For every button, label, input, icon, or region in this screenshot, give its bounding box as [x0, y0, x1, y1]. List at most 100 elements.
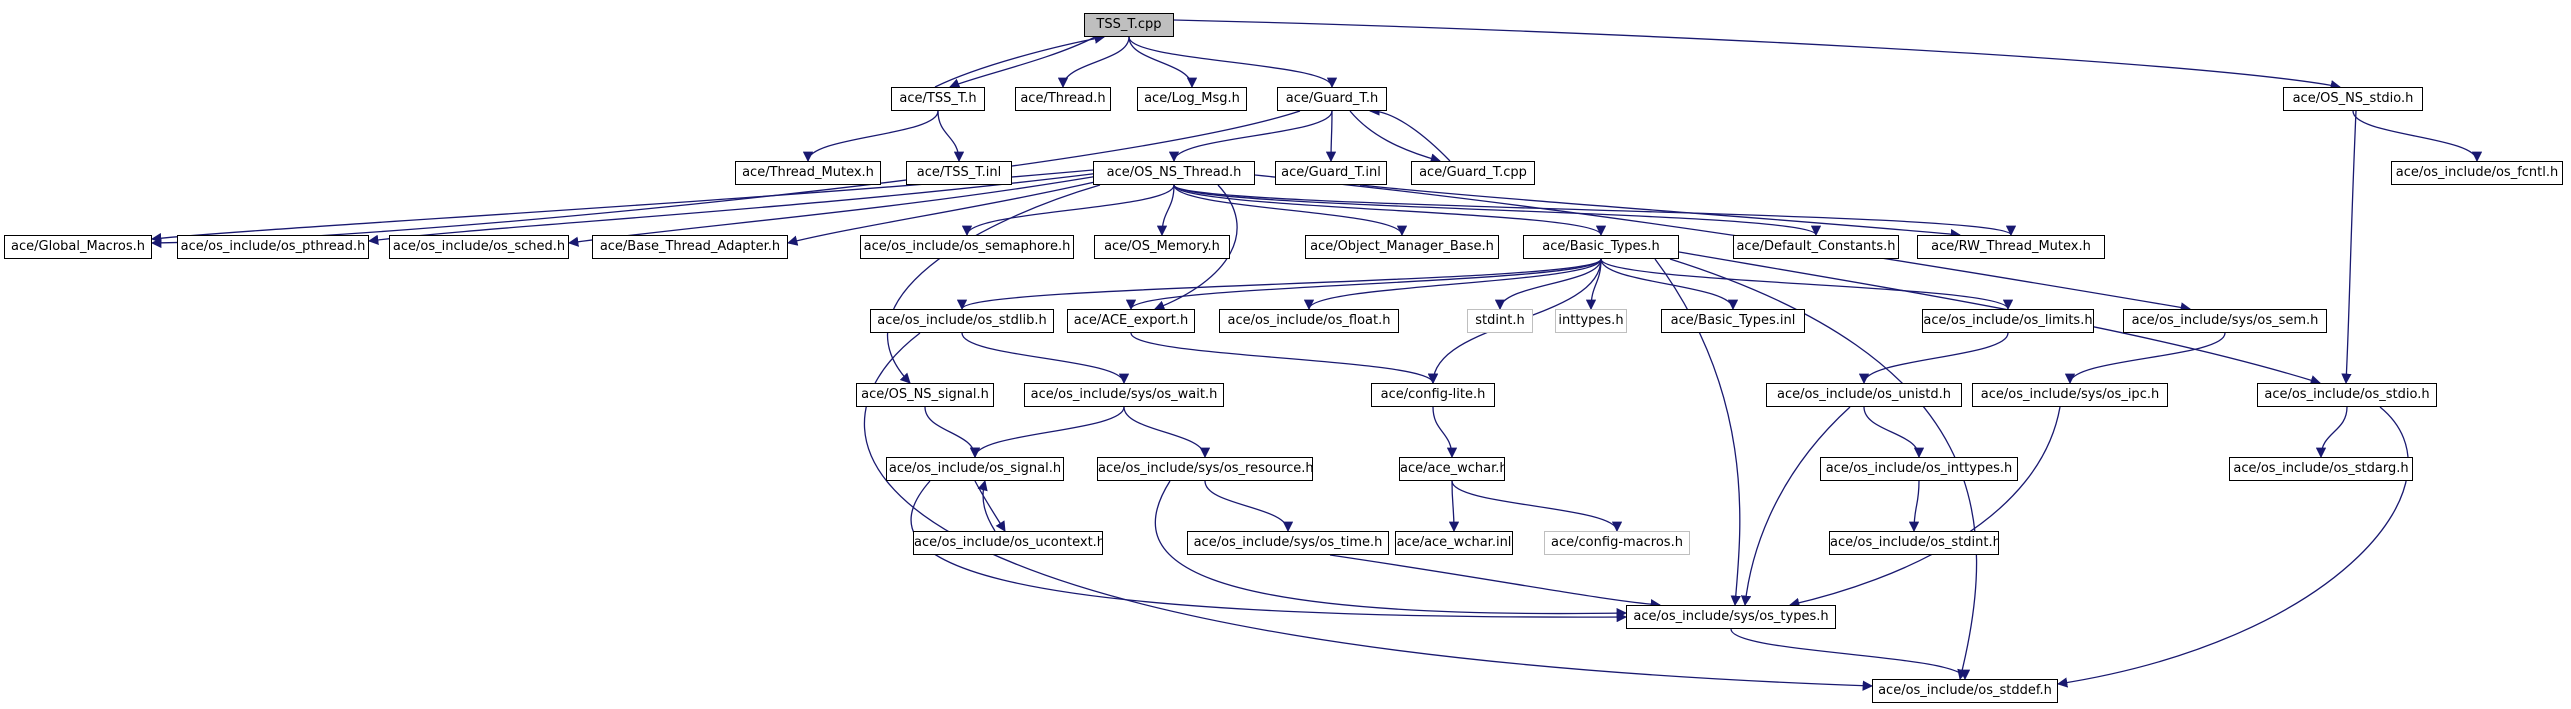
node-stdint[interactable]: stdint.h: [1467, 309, 1533, 333]
node-thread-h[interactable]: ace/Thread.h: [1015, 87, 1111, 111]
edge-basic-types-to-ace-export: [1125, 258, 1602, 311]
node-os-ns-stdio[interactable]: ace/OS_NS_stdio.h: [2283, 87, 2423, 111]
edge-os-unistd-to-os-types: [1740, 406, 1851, 607]
node-rw-thread-mutex[interactable]: ace/RW_Thread_Mutex.h: [1917, 235, 2105, 259]
node-basic-types[interactable]: ace/Basic_Types.h: [1523, 235, 1679, 259]
edge-os-inttypes-to-os-stdint: [1908, 480, 1920, 533]
edge-tss-h-to-tss-inl: [937, 110, 965, 163]
node-config-macros[interactable]: ace/config-macros.h: [1544, 531, 1690, 555]
edge-basic-types-to-basic-types-inl: [1600, 258, 1739, 311]
edge-tss-h-to-tss-cpp: [934, 33, 1106, 88]
edge-os-stdlib-to-os-wait: [961, 332, 1130, 385]
edge-os-ns-thread-to-os-semaphore: [961, 184, 1175, 237]
node-os-ns-thread[interactable]: ace/OS_NS_Thread.h: [1093, 161, 1255, 185]
edge-os-signal-to-os-types: [910, 480, 1628, 623]
edge-tss-cpp-to-log-msg: [1128, 36, 1198, 89]
node-os-sched[interactable]: ace/os_include/os_sched.h: [389, 235, 569, 259]
node-tss-inl[interactable]: ace/TSS_T.inl: [906, 161, 1012, 185]
node-thread-mutex[interactable]: ace/Thread_Mutex.h: [735, 161, 881, 185]
edge-basic-types-to-stdint: [1494, 258, 1602, 311]
node-os-ipc[interactable]: ace/os_include/sys/os_ipc.h: [1972, 383, 2168, 407]
edge-os-ns-thread-to-default-constants: [1173, 184, 1821, 237]
node-os-inttypes[interactable]: ace/os_include/os_inttypes.h: [1820, 457, 2018, 481]
node-os-time[interactable]: ace/os_include/sys/os_time.h: [1187, 531, 1389, 555]
edge-guard-inl-to-rw-thread-mutex: [1359, 184, 1962, 240]
node-os-semaphore[interactable]: ace/os_include/os_semaphore.h: [860, 235, 1074, 259]
edge-os-limits-to-os-unistd: [1858, 332, 2009, 385]
node-tss-cpp[interactable]: TSS_T.cpp: [1084, 13, 1174, 37]
edge-os-ns-stdio-to-os-stdio: [2341, 110, 2357, 385]
node-ace-export[interactable]: ace/ACE_export.h: [1067, 309, 1195, 333]
node-default-constants[interactable]: ace/Default_Constants.h: [1733, 235, 1899, 259]
edge-ace-wchar-h-to-ace-wchar-inl: [1448, 480, 1460, 533]
edge-os-ipc-to-os-types: [1788, 406, 2061, 608]
edge-guard-h-to-guard-cpp: [1349, 110, 1442, 164]
edge-os-ns-thread-to-os-ns-signal: [886, 184, 1101, 384]
edge-os-stdio-to-os-stddef: [2056, 406, 2409, 688]
node-guard-h[interactable]: ace/Guard_T.h: [1277, 87, 1387, 111]
node-global-macros[interactable]: ace/Global_Macros.h: [4, 235, 152, 259]
node-log-msg[interactable]: ace/Log_Msg.h: [1137, 87, 1247, 111]
node-os-signal[interactable]: ace/os_include/os_signal.h: [886, 457, 1064, 481]
edge-os-stdio-to-os-stdarg: [2315, 406, 2348, 459]
dependency-edges: [150, 19, 2483, 691]
node-os-ns-signal[interactable]: ace/OS_NS_signal.h: [856, 383, 994, 407]
edge-os-resource-to-os-types: [1154, 480, 1628, 619]
edge-os-time-to-os-types: [1329, 554, 1662, 610]
node-ace-wchar-h[interactable]: ace/ace_wchar.h: [1399, 457, 1505, 481]
edge-os-wait-to-os-resource: [1123, 406, 1211, 459]
node-os-float[interactable]: ace/os_include/os_float.h: [1219, 309, 1399, 333]
edge-tss-cpp-to-os-ns-stdio: [1173, 19, 2342, 91]
node-object-manager-base[interactable]: ace/Object_Manager_Base.h: [1305, 235, 1499, 259]
node-os-stddef[interactable]: ace/os_include/os_stddef.h: [1872, 679, 2058, 703]
edge-os-wait-to-os-signal: [969, 406, 1125, 459]
edge-tss-h-to-thread-mutex: [802, 110, 939, 163]
edge-tss-cpp-to-tss-h: [949, 36, 1096, 89]
edge-os-ns-thread-to-os-memory: [1156, 184, 1175, 237]
edge-basic-types-to-os-float: [1303, 258, 1602, 311]
node-guard-inl[interactable]: ace/Guard_T.inl: [1275, 161, 1387, 185]
node-os-unistd[interactable]: ace/os_include/os_unistd.h: [1766, 383, 1962, 407]
node-os-sem[interactable]: ace/os_include/sys/os_sem.h: [2123, 309, 2327, 333]
edge-basic-types-to-os-limits: [1600, 258, 2014, 311]
edge-os-ns-thread-to-rw-thread-mutex: [1173, 184, 2016, 237]
edge-guard-h-to-guard-inl: [1325, 110, 1337, 163]
node-inttypes[interactable]: inttypes.h: [1555, 309, 1627, 333]
edge-os-ns-thread-to-base-thread-adapter: [786, 174, 1126, 246]
edge-ace-export-to-config-lite: [1130, 332, 1439, 385]
node-os-limits[interactable]: ace/os_include/os_limits.h: [1922, 309, 2094, 333]
node-os-memory[interactable]: ace/OS_Memory.h: [1094, 235, 1230, 259]
node-os-stdarg[interactable]: ace/os_include/os_stdarg.h: [2229, 457, 2413, 481]
edge-ace-wchar-h-to-config-macros: [1451, 480, 1623, 533]
edge-basic-types-to-os-stddef: [1669, 258, 1978, 681]
edge-os-ns-thread-to-ace-export: [1154, 184, 1238, 311]
node-basic-types-inl[interactable]: ace/Basic_Types.inl: [1661, 309, 1805, 333]
edge-os-types-to-os-stddef: [1730, 628, 1971, 681]
edge-guard-h-to-os-ns-thread: [1168, 110, 1333, 163]
node-os-wait[interactable]: ace/os_include/sys/os_wait.h: [1024, 383, 1224, 407]
node-config-lite[interactable]: ace/config-lite.h: [1371, 383, 1495, 407]
edge-basic-types-to-os-stdlib: [957, 258, 1602, 311]
node-os-fcntl[interactable]: ace/os_include/os_fcntl.h: [2391, 161, 2563, 185]
edge-os-ucontext-to-os-signal: [977, 479, 996, 532]
edge-guard-cpp-to-guard-h: [1368, 105, 1451, 162]
node-os-stdio[interactable]: ace/os_include/os_stdio.h: [2257, 383, 2437, 407]
edge-os-resource-to-os-time: [1204, 480, 1294, 533]
edge-os-ns-stdio-to-os-fcntl: [2352, 110, 2483, 163]
edge-os-signal-to-os-ucontext: [974, 480, 1006, 532]
node-tss-h[interactable]: ace/TSS_T.h: [891, 87, 985, 111]
node-os-stdint[interactable]: ace/os_include/os_stdint.h: [1829, 531, 1999, 555]
node-os-resource[interactable]: ace/os_include/sys/os_resource.h: [1097, 457, 1313, 481]
node-os-types[interactable]: ace/os_include/sys/os_types.h: [1626, 605, 1836, 629]
node-base-thread-adapter[interactable]: ace/Base_Thread_Adapter.h: [592, 235, 788, 259]
node-os-pthread[interactable]: ace/os_include/os_pthread.h: [177, 235, 369, 259]
edge-os-sem-to-os-ipc: [2064, 332, 2226, 385]
node-guard-cpp[interactable]: ace/Guard_T.cpp: [1411, 161, 1535, 185]
edge-os-ns-thread-to-basic-types: [1173, 184, 1607, 237]
node-os-ucontext[interactable]: ace/os_include/os_ucontext.h: [913, 531, 1103, 555]
edge-os-ns-thread-to-object-manager-base: [1173, 184, 1408, 237]
node-ace-wchar-inl[interactable]: ace/ace_wchar.inl: [1395, 531, 1513, 555]
node-os-stdlib[interactable]: ace/os_include/os_stdlib.h: [870, 309, 1054, 333]
edge-os-unistd-to-os-inttypes: [1863, 406, 1925, 459]
